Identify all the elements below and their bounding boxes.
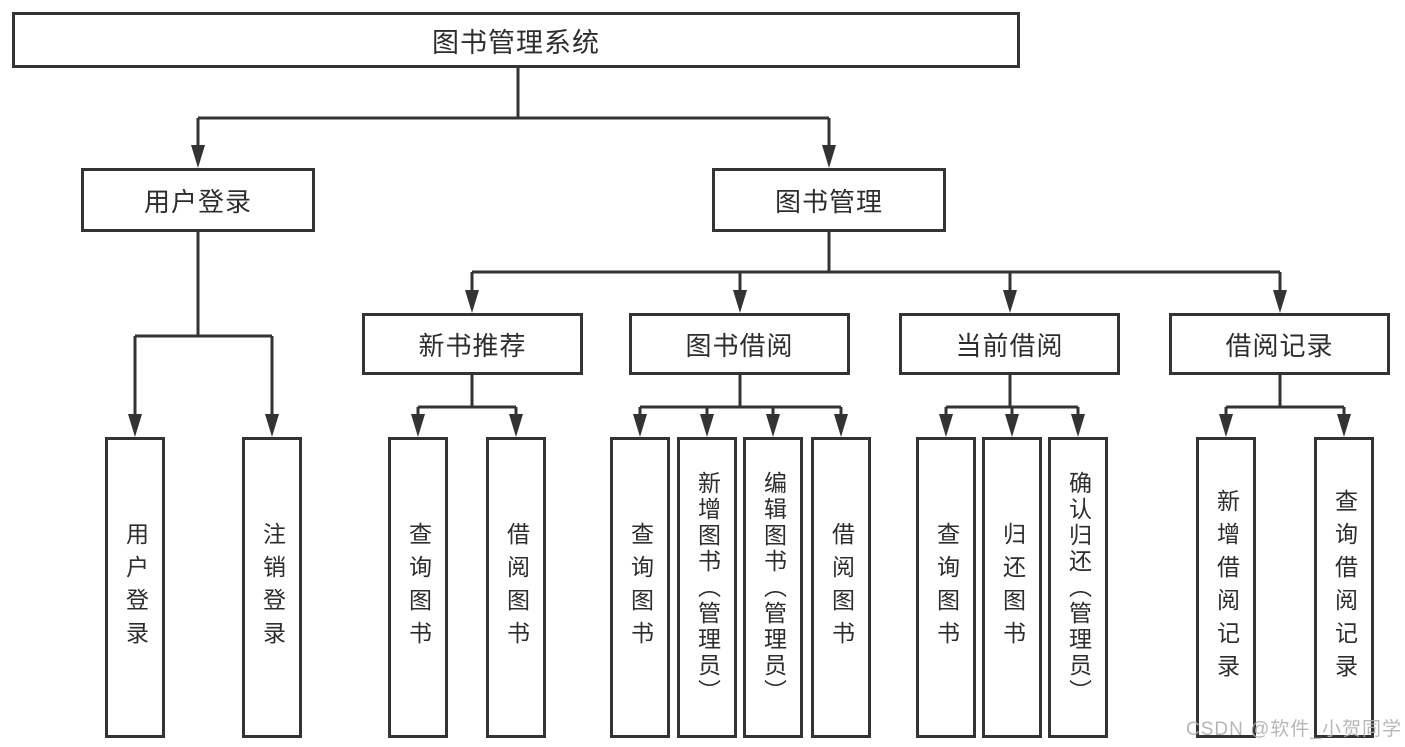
node-leaf-query-books-recommend: 查询图书 — [388, 437, 448, 738]
node-label: 注销登录 — [259, 521, 286, 654]
node-label: 图书管理系统 — [432, 27, 600, 58]
tree-lines — [133, 68, 1346, 418]
node-root-library-system: 图书管理系统 — [12, 12, 1020, 68]
node-label: 查询图书 — [933, 521, 960, 654]
node-book-management: 图书管理 — [712, 168, 946, 232]
node-label: 借阅记录 — [1225, 330, 1334, 361]
node-label: 用户登录 — [122, 521, 149, 654]
node-label: 图书借阅 — [685, 330, 794, 361]
node-label: 新增图书（管理员） — [694, 470, 721, 705]
node-label: 查询图书 — [627, 521, 654, 654]
node-label: 用户登录 — [143, 186, 252, 217]
csdn-watermark: CSDN @软件_小贺同学 — [1186, 719, 1402, 740]
node-label: 借阅图书 — [828, 521, 855, 654]
node-label: 当前借阅 — [955, 330, 1064, 361]
node-leaf-return-books: 归还图书 — [982, 437, 1042, 738]
arrowhead-icons — [128, 145, 1351, 437]
node-new-book-recommend: 新书推荐 — [362, 313, 583, 375]
node-leaf-edit-books-admin: 编辑图书（管理员） — [743, 437, 803, 738]
node-leaf-logout: 注销登录 — [242, 437, 302, 738]
node-label: 确认归还（管理员） — [1065, 470, 1092, 705]
node-leaf-borrow-books-recommend: 借阅图书 — [486, 437, 546, 738]
node-leaf-user-login: 用户登录 — [105, 437, 165, 738]
node-leaf-confirm-return-admin: 确认归还（管理员） — [1048, 437, 1108, 738]
node-label: 编辑图书（管理员） — [760, 470, 787, 705]
node-label: 查询图书 — [405, 521, 432, 654]
node-leaf-query-borrow-record: 查询借阅记录 — [1314, 437, 1374, 738]
node-label: 图书管理 — [774, 186, 883, 217]
node-label: 借阅图书 — [503, 521, 530, 654]
node-leaf-add-books-admin: 新增图书（管理员） — [677, 437, 737, 738]
node-label: 新增借阅记录 — [1213, 488, 1240, 687]
node-leaf-query-books-current: 查询图书 — [916, 437, 976, 738]
node-label: 新书推荐 — [418, 330, 527, 361]
node-leaf-add-borrow-record: 新增借阅记录 — [1196, 437, 1256, 738]
node-label: 查询借阅记录 — [1331, 488, 1358, 687]
node-label: 归还图书 — [999, 521, 1026, 654]
node-user-login: 用户登录 — [81, 168, 315, 232]
node-leaf-borrow-books-borrowing: 借阅图书 — [811, 437, 871, 738]
node-current-borrowing: 当前借阅 — [899, 313, 1120, 375]
node-borrowing-records: 借阅记录 — [1169, 313, 1390, 375]
node-leaf-query-books-borrowing: 查询图书 — [610, 437, 670, 738]
node-book-borrowing: 图书借阅 — [629, 313, 850, 375]
